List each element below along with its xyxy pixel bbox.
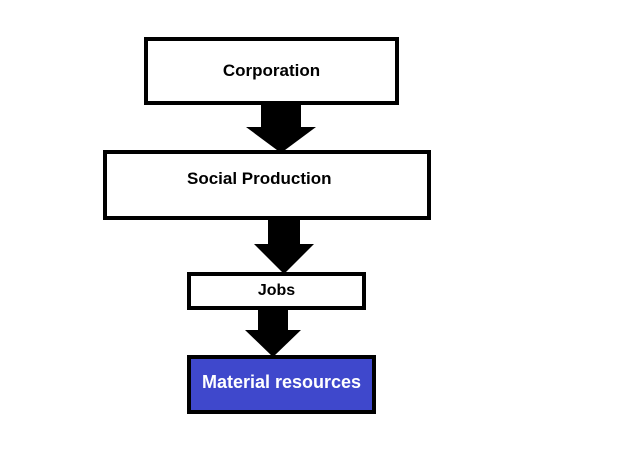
- arrow-shape: [245, 308, 301, 357]
- material-resources-node: Material resources: [187, 355, 376, 414]
- social-production-node: Social Production: [103, 150, 431, 220]
- jobs-node: Jobs: [187, 272, 366, 310]
- arrow-corporation-to-social-production: [246, 103, 316, 153]
- social-production-label: Social Production: [187, 169, 332, 188]
- arrow-shape: [246, 103, 316, 153]
- corporation-label: Corporation: [222, 61, 321, 80]
- corporation-node: Corporation: [144, 37, 399, 105]
- arrow-shape: [254, 218, 314, 274]
- arrow-jobs-to-material-resources: [245, 308, 301, 357]
- jobs-label: Jobs: [257, 282, 296, 299]
- material-resources-label: Material resources: [201, 372, 362, 392]
- arrow-social-production-to-jobs: [254, 218, 314, 274]
